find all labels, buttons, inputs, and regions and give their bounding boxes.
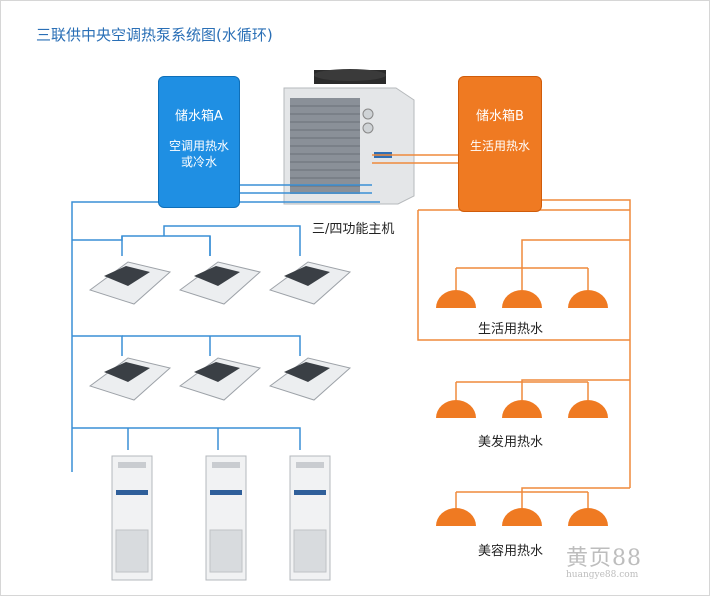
cassette-unit (88, 357, 172, 401)
blue-distribution-pipes (71, 201, 380, 472)
hot-water-group-label: 生活用热水 (478, 322, 544, 337)
hot-water-group-label: 美容用热水 (478, 544, 544, 559)
tank-b-connection-pipes (372, 154, 458, 164)
floor-standing-unit (111, 455, 153, 581)
tank-b-name: 储水箱B (476, 109, 524, 124)
heat-pump-main-unit (283, 69, 415, 205)
orange-distribution-pipes (417, 199, 631, 508)
tank-a-name: 储水箱A (175, 109, 223, 124)
hot-water-outlet-icons (436, 290, 608, 526)
tank-a-connection-pipes (238, 184, 372, 194)
cassette-unit (268, 357, 352, 401)
watermark-url: huangye88.com (566, 570, 639, 580)
watermark-brand: 黄页88 (566, 546, 642, 571)
cassette-unit (268, 261, 352, 305)
cassette-unit (178, 357, 262, 401)
cassette-unit (178, 261, 262, 305)
cassette-unit (88, 261, 172, 305)
tank-a-use: 空调用热水或冷水 (168, 139, 229, 169)
storage-tank-a: 储水箱A 空调用热水或冷水 (158, 76, 240, 208)
watermark: 黄页88 huangye88.com (566, 540, 642, 580)
storage-tank-b: 储水箱B 生活用热水 (458, 76, 542, 212)
tank-b-use: 生活用热水 (469, 139, 530, 153)
hot-water-group-label: 美发用热水 (478, 435, 544, 450)
floor-standing-unit (205, 455, 247, 581)
floor-standing-unit (289, 455, 331, 581)
diagram-title: 三联供中央空调热泵系统图(水循环) (36, 26, 273, 44)
main-unit-label: 三/四功能主机 (312, 222, 395, 237)
